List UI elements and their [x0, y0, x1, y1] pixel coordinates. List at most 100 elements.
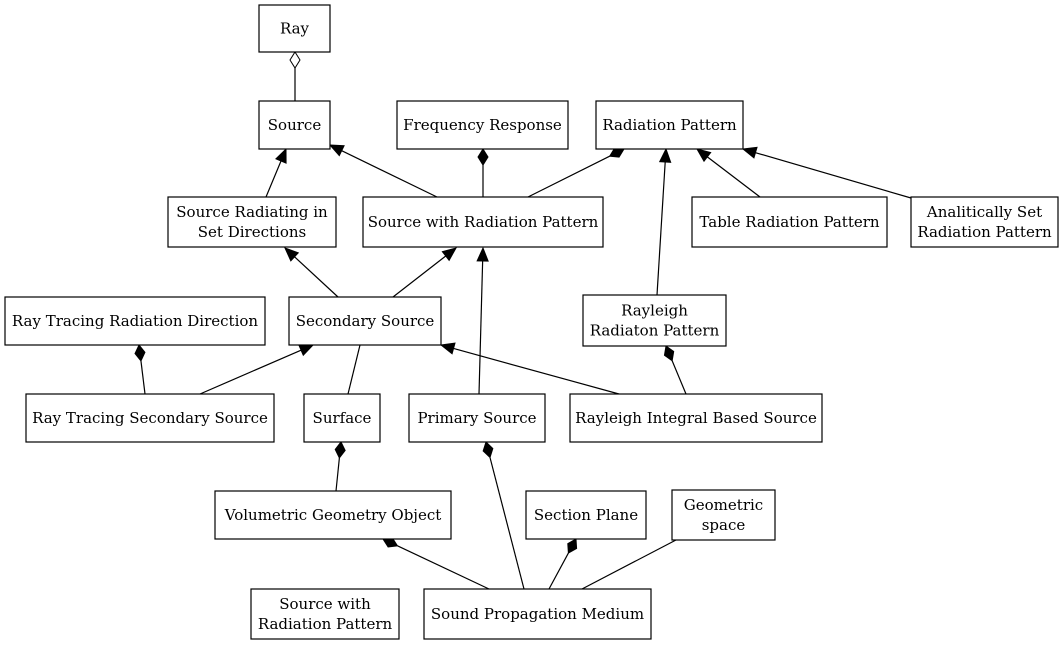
edge-line [341, 150, 438, 198]
composition-diamond [134, 344, 146, 362]
edge-line [706, 156, 761, 198]
class-box-border [362, 196, 604, 248]
class-label: Analitically Set [926, 203, 1042, 221]
class-box-border [288, 296, 442, 346]
class-label: Rayleigh Integral Based Source [575, 409, 817, 427]
edge-ray-tracing-secondary-source-to-secondary-source [199, 344, 315, 395]
edge-line [397, 545, 490, 590]
edge-secondary-source-to-source-with-radiation-pattern [392, 247, 458, 298]
edge-rayleigh-integral-based-source-to-secondary-source [439, 342, 620, 395]
class-box-border [214, 490, 452, 540]
class-box-border [423, 588, 652, 640]
edge-line [581, 539, 677, 590]
edge-source-with-radiation-pattern-to-source [328, 144, 438, 198]
class-label: space [702, 516, 746, 534]
class-box-table-radiation-pattern: Table Radiation Pattern [691, 196, 888, 248]
edge-rayleigh-radiaton-pattern-to-radiation-pattern [656, 147, 672, 296]
edge-sound-propagation-medium-to-volumetric-geometry-object [382, 537, 490, 590]
composition-diamond [477, 148, 489, 166]
inheritance-arrowhead [298, 344, 315, 357]
class-label: Radiation Pattern [258, 615, 393, 633]
edge-line [265, 160, 282, 198]
inheritance-arrowhead [476, 246, 489, 262]
edge-sound-propagation-medium-to-primary-source [482, 441, 525, 590]
edge-line [392, 255, 447, 298]
class-box-source: Source [258, 100, 331, 150]
edge-source-to-ray [289, 51, 301, 101]
class-label: Ray Tracing Radiation Direction [12, 312, 259, 330]
class-box-rayleigh-integral-based-source: Rayleigh Integral Based Source [569, 393, 823, 443]
class-box-border [595, 100, 744, 150]
edge-line [453, 347, 620, 395]
class-box-ray-tracing-radiation-direction: Ray Tracing Radiation Direction [4, 296, 266, 346]
class-box-border [250, 588, 400, 640]
edge-line [335, 457, 340, 492]
class-box-source-with-radiation-pattern: Source with Radiation Pattern [362, 196, 604, 248]
class-box-sound-propagation-medium: Sound Propagation Medium [423, 588, 652, 640]
edge-source-with-radiation-pattern-to-frequency-response [477, 148, 489, 197]
edge-line [294, 256, 339, 298]
class-label: Primary Source [417, 409, 536, 427]
class-box-geometric-space: Geometric space [671, 489, 776, 541]
class-label: Source Radiating in [176, 203, 328, 221]
edge-line [489, 457, 525, 590]
edge-line [199, 349, 302, 395]
composition-diamond [567, 538, 578, 554]
edge-primary-source-to-source-with-radiation-pattern [476, 246, 489, 395]
class-label: Surface [313, 409, 372, 427]
class-box-primary-source: Primary Source [408, 393, 546, 443]
inheritance-arrowhead [658, 147, 672, 163]
class-box-border [910, 196, 1059, 248]
inheritance-arrowhead [284, 247, 300, 262]
class-label: Source [268, 116, 322, 134]
inheritance-arrowhead [695, 148, 712, 163]
class-label: Radiation Pattern [602, 116, 737, 134]
class-box-border [258, 100, 331, 150]
edge-line [755, 152, 912, 199]
edge-surface-to-secondary-source [347, 344, 361, 395]
class-label: Table Radiation Pattern [699, 213, 880, 231]
class-box-section-plane: Section Plane [525, 490, 647, 540]
edge-volumetric-geometry-object-to-surface [334, 441, 346, 492]
edge-secondary-source-to-source-radiating-in-set-directions [284, 247, 339, 298]
class-box-border [396, 100, 569, 150]
edge-line [140, 360, 146, 395]
edge-line [671, 360, 687, 395]
inheritance-arrowhead [441, 247, 458, 262]
class-label: Radiaton Pattern [590, 322, 720, 340]
class-label: Frequency Response [403, 116, 562, 134]
edge-sound-propagation-medium-to-section-plane [548, 538, 578, 590]
class-box-border [258, 4, 331, 53]
edge-line [347, 344, 361, 395]
class-box-border [25, 393, 275, 443]
composition-diamond [334, 441, 346, 459]
edge-source-radiating-in-set-directions-to-source [265, 147, 287, 198]
class-box-ray-tracing-secondary-source: Ray Tracing Secondary Source [25, 393, 275, 443]
class-label: Source with [279, 595, 371, 613]
inheritance-arrowhead [275, 147, 287, 164]
class-box-border [303, 393, 381, 443]
class-box-border [671, 489, 776, 541]
composition-diamond [663, 345, 675, 362]
class-box-surface: Surface [303, 393, 381, 443]
class-label: Geometric [684, 496, 763, 514]
class-box-border [691, 196, 888, 248]
class-label: Volumetric Geometry Object [224, 506, 442, 524]
edge-line [656, 161, 666, 296]
class-label: Ray Tracing Secondary Source [32, 409, 268, 427]
class-box-border [4, 296, 266, 346]
edge-analitically-set-radiation-pattern-to-radiation-pattern [741, 146, 912, 199]
edge-sound-propagation-medium-to-geometric-space [581, 539, 677, 590]
edge-line [478, 260, 484, 395]
edge-ray-tracing-secondary-source-to-ray-tracing-radiation-direction [134, 344, 146, 395]
class-box-secondary-source: Secondary Source [288, 296, 442, 346]
edge-source-with-radiation-pattern-to-radiation-pattern [527, 147, 625, 198]
class-box-border [408, 393, 546, 443]
class-box-border [582, 294, 727, 347]
